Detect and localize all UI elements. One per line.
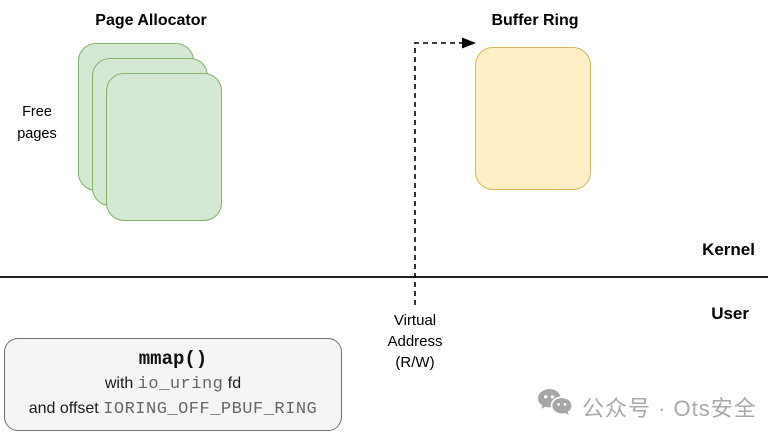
page-allocator-title: Page Allocator [95, 12, 207, 29]
ioring-offset-code: IORING_OFF_PBUF_RING [103, 400, 318, 419]
free-pages-label: Free pages [17, 104, 57, 142]
mmap-line2-prefix: with [104, 375, 138, 392]
io-uring-code: io_uring [137, 375, 224, 394]
mmap-line-2: with io_uring fd [105, 372, 241, 397]
virtual-address-arrow-line [414, 42, 463, 305]
mmap-line-1: mmap() [139, 347, 207, 372]
mmap-call-code: mmap() [138, 348, 208, 370]
kernel-zone-label: Kernel [702, 240, 755, 259]
wechat-icon [537, 388, 573, 425]
user-zone-label: User [711, 304, 749, 323]
mmap-line3-prefix: and offset [28, 400, 104, 417]
virtual-address-label: Virtual Address (R/W) [387, 312, 443, 371]
mmap-line-3: and offset IORING_OFF_PBUF_RING [29, 397, 317, 422]
watermark: 公众号 · Ots安全 [537, 388, 757, 425]
free-page-card-front [106, 73, 222, 221]
buffer-ring-title: Buffer Ring [491, 12, 579, 29]
mmap-call-box: mmap() with io_uring fd and offset IORIN… [4, 338, 342, 431]
arrowhead-icon [462, 37, 476, 49]
watermark-text: 公众号 · Ots安全 [582, 395, 757, 421]
buffer-ring-box [475, 47, 591, 190]
mmap-line2-suffix: fd [223, 375, 242, 392]
